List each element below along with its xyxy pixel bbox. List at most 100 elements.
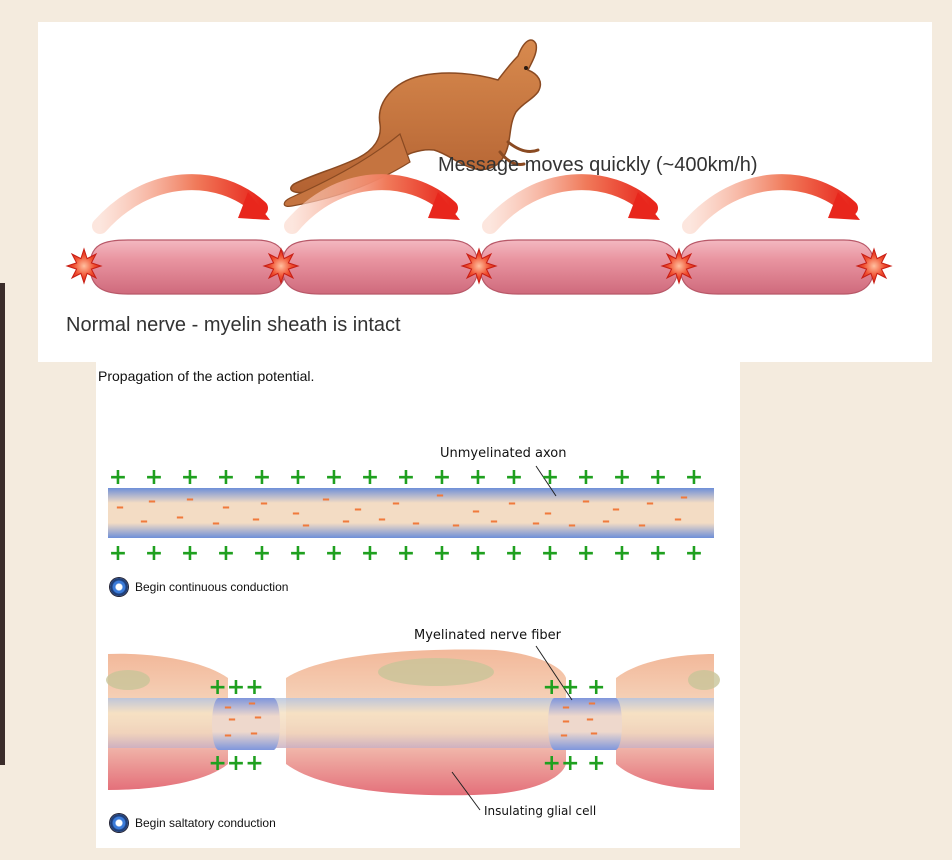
myelin-segment-2 xyxy=(281,239,479,295)
axon-top-charges: +++++++++++++++++ xyxy=(109,465,703,490)
arrow-2 xyxy=(284,174,460,234)
glial-pointer-line xyxy=(451,771,481,811)
unmyelinated-axon-label: Unmyelinated axon xyxy=(440,446,567,461)
minus-charge: – xyxy=(602,511,610,530)
unmyelinated-pointer-line xyxy=(535,465,557,497)
play-circle-icon xyxy=(110,578,128,596)
myelin-segment-1 xyxy=(89,239,287,295)
plus-charge: + xyxy=(217,465,235,490)
minus-charge: – xyxy=(248,693,256,712)
minus-charge: – xyxy=(586,709,594,728)
minus-charge: – xyxy=(544,503,552,522)
node-spark-1 xyxy=(65,247,103,285)
kangaroo-illustration xyxy=(283,39,542,207)
minus-charge: – xyxy=(568,515,576,534)
plus-charge: + xyxy=(181,465,199,490)
plus-charge: + xyxy=(649,541,667,566)
plus-charge: +++ xyxy=(208,675,263,700)
minus-charge: – xyxy=(148,491,156,510)
node-spark-5 xyxy=(855,247,893,285)
minus-charge: – xyxy=(116,497,124,516)
minus-charge: – xyxy=(260,493,268,512)
minus-charge: – xyxy=(590,723,598,742)
minus-charge: – xyxy=(212,513,220,532)
plus-charge: + xyxy=(145,465,163,490)
axon-inner-charges: –––––––––––––––––––––––––––––––– xyxy=(116,485,688,534)
plus-charge: + xyxy=(685,541,703,566)
minus-charge: – xyxy=(228,709,236,728)
minus-charge: – xyxy=(674,509,682,528)
plus-charge: + xyxy=(613,541,631,566)
node-charges: ++++++++ +++ +–––––––––––– xyxy=(208,675,605,776)
plus-charge: + xyxy=(361,541,379,566)
plus-charge: + xyxy=(325,541,343,566)
node-spark-4 xyxy=(660,247,698,285)
minus-charge: – xyxy=(354,499,362,518)
plus-charge: + xyxy=(145,541,163,566)
myelin-kangaroo-illustration xyxy=(65,39,893,295)
minus-charge: – xyxy=(680,487,688,506)
minus-charge: – xyxy=(452,515,460,534)
myelin-segment-4 xyxy=(679,239,875,295)
top-illustration-panel: Message moves quickly (~400km/h) Normal … xyxy=(38,22,932,362)
plus-charge: + xyxy=(613,465,631,490)
myelinated-fiber xyxy=(106,649,720,796)
minus-charge: – xyxy=(176,507,184,526)
plus-charge: + xyxy=(325,465,343,490)
minus-charge: – xyxy=(508,493,516,512)
plus-charge: + xyxy=(469,465,487,490)
minus-charge: – xyxy=(252,509,260,528)
left-edge-bar xyxy=(0,283,5,765)
plus-charge: + xyxy=(253,465,271,490)
propagation-title: Propagation of the action potential. xyxy=(98,368,315,384)
plus-charge: +++ xyxy=(208,751,263,776)
continuous-conduction-button[interactable]: Begin continuous conduction xyxy=(110,578,288,596)
node-of-ranvier-2 xyxy=(548,698,622,750)
propagation-diagram: +++++++++++++++++ +++++++++++++++++ ––––… xyxy=(106,465,720,811)
minus-charge: – xyxy=(224,697,232,716)
plus-charge: + xyxy=(505,465,523,490)
arrow-1 xyxy=(92,174,270,234)
node-of-ranvier-1 xyxy=(212,698,280,750)
axon-bottom-charges: +++++++++++++++++ xyxy=(109,541,703,566)
saltatory-conduction-button[interactable]: Begin saltatory conduction xyxy=(110,814,276,832)
node-spark-2 xyxy=(262,247,300,285)
minus-charge: – xyxy=(222,497,230,516)
plus-charge: + xyxy=(109,465,127,490)
minus-charge: – xyxy=(612,499,620,518)
minus-charge: – xyxy=(490,511,498,530)
plus-charge: + xyxy=(253,541,271,566)
insulating-glial-label: Insulating glial cell xyxy=(484,804,597,818)
minus-charge: – xyxy=(472,501,480,520)
myelin-segment-3 xyxy=(479,239,679,295)
propagation-panel: +++++++++++++++++ +++++++++++++++++ ––––… xyxy=(96,362,740,848)
plus-charge: + xyxy=(505,541,523,566)
minus-charge: – xyxy=(250,723,258,742)
plus-charge: + xyxy=(433,541,451,566)
plus-charge: + xyxy=(541,541,559,566)
plus-charge: + xyxy=(541,465,559,490)
arrow-4 xyxy=(682,174,860,234)
plus-charge: + xyxy=(397,541,415,566)
myelinated-pointer-line xyxy=(535,645,573,701)
unmyelinated-axon xyxy=(108,488,714,538)
plus-charge: + xyxy=(361,465,379,490)
plus-charge: + xyxy=(109,541,127,566)
minus-charge: – xyxy=(342,511,350,530)
saltatory-conduction-label: Begin saltatory conduction xyxy=(135,816,276,830)
minus-charge: – xyxy=(588,693,596,712)
plus-charge: + xyxy=(577,541,595,566)
minus-charge: – xyxy=(562,711,570,730)
plus-charge: + xyxy=(433,465,451,490)
minus-charge: – xyxy=(292,503,300,522)
plus-charge: + xyxy=(469,541,487,566)
minus-charge: – xyxy=(186,489,194,508)
minus-charge: – xyxy=(562,697,570,716)
minus-charge: – xyxy=(582,491,590,510)
minus-charge: – xyxy=(254,707,262,726)
minus-charge: – xyxy=(140,511,148,530)
plus-charge: + xyxy=(181,541,199,566)
minus-charge: – xyxy=(378,509,386,528)
minus-charge: – xyxy=(646,493,654,512)
minus-charge: – xyxy=(638,515,646,534)
